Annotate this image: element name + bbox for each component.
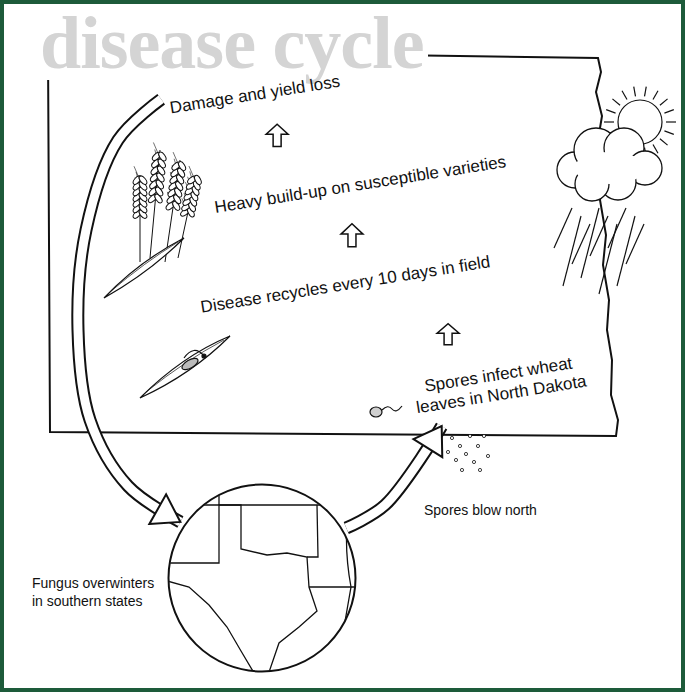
sun [664,110,673,113]
state-line [167,505,317,673]
stage-label: Spores infect wheat leaves in North Dako… [405,350,595,419]
state-line [307,505,318,557]
stage-text: Heavy build-up on susceptible varieties [209,150,510,221]
spore-cloud [464,452,467,455]
state-line [309,586,357,587]
stage-label: Heavy build-up on susceptible varieties [213,152,507,218]
rain [608,208,626,248]
leaf [202,354,206,358]
sun [622,91,627,100]
cloud [557,128,662,201]
sun [645,87,647,97]
spore-cloud [472,460,475,463]
state-line [218,483,219,505]
leaf [180,356,200,372]
state-outline [48,50,618,436]
cycle-arrow [341,224,363,247]
rain [554,208,572,248]
germinating-spore [370,407,382,417]
spore-cloud [486,454,489,457]
edge-label: Spores blow north [421,501,540,519]
block-arrow [266,124,288,146]
rain [554,208,644,294]
spore-cloud [468,434,471,437]
arrowhead [149,494,180,524]
stage-label: Disease recycles every 10 days in field [199,252,492,318]
region-map [167,483,357,673]
sun [612,99,620,105]
sun [653,145,658,154]
cycle-arrow [437,324,459,345]
germinating-spore [370,406,402,417]
rain [572,224,590,264]
wheat-heads [157,151,167,162]
sun [664,131,673,134]
wheat-heads [177,160,187,171]
cloud [574,152,646,184]
sun [653,91,658,100]
rain [590,216,608,256]
rain [626,224,644,264]
sun [660,99,668,105]
spore-cloud [458,444,461,447]
spore-cloud [478,468,481,471]
band-fill [78,99,181,522]
leaf [146,340,224,392]
diagram-title: disease cycle [36,6,428,80]
state-line [343,483,357,643]
wheat-heads [153,142,159,156]
leaf [104,238,184,298]
sun [660,139,668,145]
block-arrow [437,324,459,345]
wheat-heads [132,142,203,262]
state-lines [167,483,357,673]
sun [604,121,614,122]
spore-cloud [454,458,457,461]
spore-cloud [460,468,463,471]
circle-outline [169,485,356,672]
germinating-spore [382,406,402,411]
band-outline [78,99,181,522]
state-line [167,504,357,505]
region-circle: Fungus overwinters in southern states [167,483,357,673]
spore-cloud [476,444,479,447]
wheat-heads [138,175,148,186]
spore-cloud [446,434,489,471]
leaf [110,242,178,292]
state-outline [48,50,618,436]
wheat-heads [173,152,179,166]
leaf [140,336,230,398]
state-line [167,581,257,673]
block-arrow [341,224,363,247]
leaf [184,350,204,358]
sun [606,110,615,113]
leaf [104,238,230,398]
stage-text: Disease recycles every 10 days in field [195,250,494,321]
stage-text: Spores infect wheat leaves in North Dako… [402,348,599,422]
spore-cloud [450,436,453,439]
sun [634,87,636,97]
arrowhead [413,426,442,457]
sun [666,121,676,122]
spore-cloud [446,450,449,453]
cycle-arrow [266,124,288,146]
wheat-heads [134,166,140,180]
region-label: Fungus overwinters in southern states [32,575,164,610]
wheat-heads [189,166,195,180]
cycle-arrow [78,99,181,524]
spore-cloud [482,434,485,437]
